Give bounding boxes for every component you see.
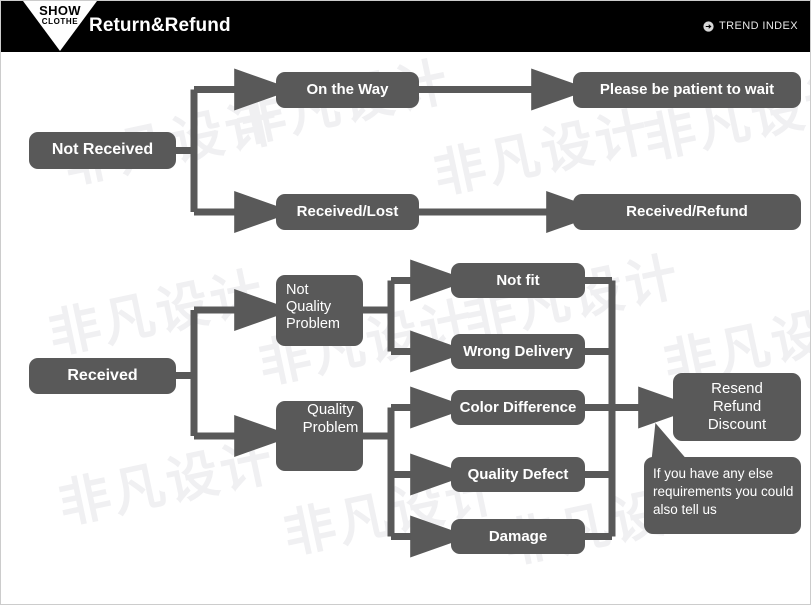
node-on-the-way[interactable]: On the Way [276,72,419,108]
node-quality-problem[interactable]: Quality Problem [276,401,363,471]
node-wrong-delivery[interactable]: Wrong Delivery [451,334,585,369]
node-color-difference[interactable]: Color Difference [451,390,585,425]
node-outcome-line3: Discount [707,416,767,434]
node-outcome-line1: Resend [711,379,763,397]
node-received-refund[interactable]: Received/Refund [573,194,801,230]
circle-arrow-right-icon [703,20,714,32]
node-damage[interactable]: Damage [451,519,585,554]
node-quality-problem-line2: Problem [302,419,359,437]
node-received[interactable]: Received [29,358,176,394]
watermark: 非凡设计 [53,431,281,537]
node-not-fit[interactable]: Not fit [451,263,585,298]
node-resend-refund-discount[interactable]: Resend Refund Discount [673,373,801,441]
node-outcome-line2: Refund [712,397,762,415]
page-title: Return&Refund [89,15,231,36]
node-quality-problem-line1: Quality [307,401,354,418]
node-not-quality-problem-line3: Problem [286,316,340,333]
node-not-received[interactable]: Not Received [29,132,176,169]
node-received-lost[interactable]: Received/Lost [276,194,419,230]
trend-index-label: TREND INDEX [719,20,798,32]
node-please-be-patient-to-wait[interactable]: Please be patient to wait [573,72,801,108]
logo-clothe-text: CLOTHE [41,17,79,26]
callout-bubble: If you have any else requirements you co… [644,457,801,534]
node-quality-defect[interactable]: Quality Defect [451,457,585,492]
trend-index-badge: TREND INDEX [703,20,798,32]
page-header: SHOW CLOTHE Return&Refund TREND INDEX [1,1,810,52]
logo-show-text: SHOW [39,3,81,18]
watermark: 非凡设计 [43,261,271,367]
brand-logo: SHOW CLOTHE [23,1,97,51]
node-not-quality-problem[interactable]: Not Quality Problem [276,275,363,346]
node-not-quality-problem-line2: Quality [286,299,332,316]
node-not-quality-problem-line1: Not [286,282,309,298]
